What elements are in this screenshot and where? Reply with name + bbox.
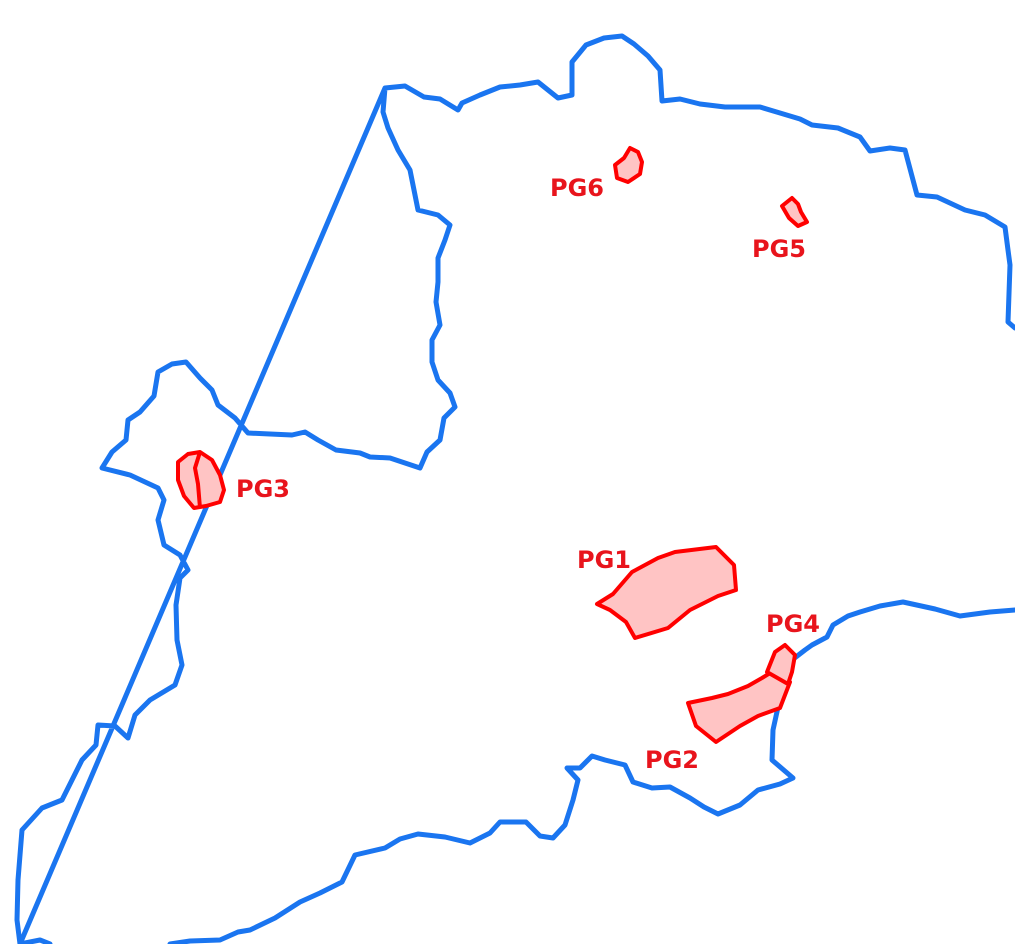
region-boundary	[14, 33, 1015, 944]
zone-pg6-label: PG6	[550, 174, 604, 202]
zone-pg1-label: PG1	[577, 546, 631, 574]
zone-pg5-label: PG5	[752, 235, 806, 263]
zone-pg4-label: PG4	[766, 610, 820, 638]
zone-pg1-polygon	[595, 545, 738, 640]
zone-pg4-polygon	[765, 643, 797, 686]
zone-pg6-polygon	[613, 146, 644, 184]
zone-pg3-divider	[193, 451, 202, 509]
zone-pg5-polygon	[780, 196, 809, 228]
zone-pg3-label: PG3	[236, 475, 290, 503]
zone-pg2-label: PG2	[645, 746, 699, 774]
